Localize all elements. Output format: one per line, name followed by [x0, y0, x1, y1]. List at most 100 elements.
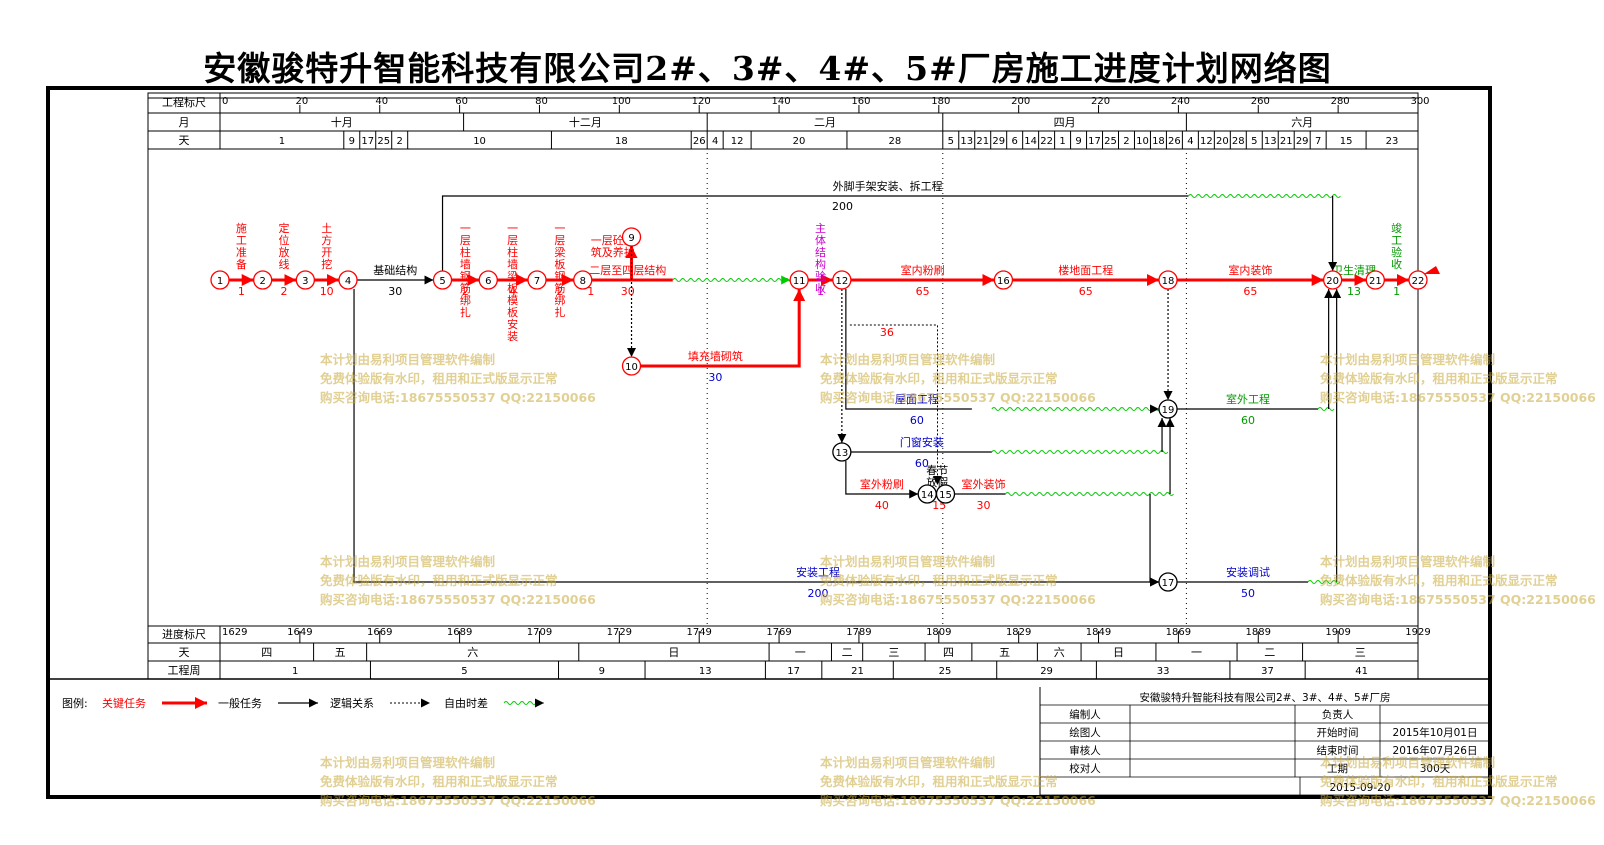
- task-name: 室内粉刷: [901, 263, 945, 277]
- info-box-company: 安徽骏特升智能科技有限公司2#、3#、4#、5#厂房: [1140, 691, 1391, 704]
- day-label: 12: [1200, 136, 1213, 147]
- node-circle: [935, 484, 956, 504]
- info-date: 2015-09-20: [1329, 782, 1390, 794]
- free-float-line: [991, 407, 1161, 411]
- task-arrow: [845, 461, 919, 499]
- task-duration: 30: [708, 371, 722, 384]
- node-id: 9: [628, 233, 634, 244]
- day-label: 25: [377, 136, 390, 147]
- weekday-label: 三: [1355, 646, 1366, 659]
- node-circle: [432, 270, 453, 290]
- progress-tick-label: 1629: [222, 627, 247, 638]
- scale-tick-label: 120: [692, 96, 711, 107]
- day-label: 28: [1232, 136, 1245, 147]
- task-name: 层: [460, 234, 471, 247]
- legend: 图例:关键任务一般任务逻辑关系自由时差: [62, 696, 544, 710]
- task-name: 墙: [507, 257, 518, 271]
- task-name: 竣: [1391, 221, 1402, 235]
- week-label: 17: [787, 666, 800, 677]
- day-label: 23: [1386, 136, 1399, 147]
- free-float-line: [672, 278, 794, 282]
- week-label: 13: [699, 666, 712, 677]
- task-name: 一: [507, 222, 518, 235]
- task-duration: 1: [1393, 285, 1400, 298]
- task-name: 模: [507, 294, 518, 307]
- progress-row-label: 进度标尺: [162, 627, 206, 641]
- day-label: 29: [1296, 136, 1309, 147]
- info-label: 审核人: [1069, 744, 1101, 757]
- day-label: 12: [731, 136, 744, 147]
- scale-tick-label: 80: [535, 96, 548, 107]
- task-name: 绑: [554, 294, 565, 307]
- task-arrow: [1149, 494, 1160, 587]
- scale-tick-label: 140: [772, 96, 791, 107]
- task-name: 基础结构: [373, 263, 417, 277]
- task-name: 层: [507, 234, 518, 247]
- weekday-label: 四: [261, 646, 272, 659]
- node-circle: [295, 270, 316, 290]
- progress-tick-label: 1829: [1006, 627, 1031, 638]
- task-name: 验: [815, 269, 826, 283]
- month-label: 十二月: [569, 115, 602, 129]
- scale-tick-label: 160: [851, 96, 870, 107]
- node-id: 12: [835, 276, 848, 287]
- week-label: 41: [1355, 666, 1368, 677]
- weekday-label: 二: [842, 646, 853, 659]
- task-duration: 30: [388, 285, 402, 298]
- day-label: 9: [1075, 136, 1081, 147]
- node-circle: [1158, 399, 1178, 419]
- progress-tick-label: 1849: [1086, 627, 1111, 638]
- info-value: 2016年07月26日: [1393, 744, 1478, 757]
- day-label: 15: [1340, 136, 1353, 147]
- task-name: 工: [1391, 234, 1402, 247]
- free-float-line: [1317, 407, 1335, 411]
- task-name: 梁: [554, 245, 565, 259]
- task-name: 板: [554, 257, 565, 271]
- week-label: 1: [292, 666, 298, 677]
- node-circle: [993, 270, 1014, 290]
- day-label: 14: [1024, 136, 1037, 147]
- day-label: 1: [1059, 136, 1065, 147]
- legend-title: 图例:: [62, 696, 88, 710]
- node-circle: [789, 270, 809, 290]
- day-label: 4: [1187, 136, 1193, 147]
- progress-tick-label: 1769: [766, 627, 791, 638]
- task-name: 填充墙砌筑: [688, 349, 743, 363]
- node-circle: [1408, 270, 1428, 290]
- day-label: 18: [1152, 136, 1165, 147]
- outer-frame: [46, 86, 1492, 799]
- node-circle: [338, 270, 358, 290]
- task-name: 柱: [460, 245, 471, 259]
- day-label: 2: [1123, 136, 1129, 147]
- progress-tick-label: 1929: [1405, 627, 1430, 638]
- info-label: 编制人: [1069, 708, 1101, 721]
- task-duration: 36: [880, 326, 894, 339]
- scale-tick-label: 20: [295, 96, 308, 107]
- task-arrow: [441, 195, 1189, 271]
- task-name: 放: [279, 245, 290, 259]
- task-duration: 1: [817, 285, 824, 298]
- progress-tick-label: 1749: [686, 627, 711, 638]
- node-id: 20: [1326, 276, 1339, 287]
- node-circle: [832, 270, 852, 290]
- scale-tick-label: 40: [375, 96, 388, 107]
- task-arrow: [845, 289, 972, 410]
- info-label: 校对人: [1069, 762, 1101, 775]
- task-name: 板: [507, 281, 518, 295]
- legend-item-label: 关键任务: [102, 696, 146, 710]
- task-duration: 2: [556, 285, 563, 298]
- task-name: 春节: [926, 464, 948, 477]
- task-name: 位: [279, 233, 290, 247]
- node-id: 13: [835, 448, 848, 459]
- info-value: 300天: [1420, 763, 1451, 775]
- day-label: 20: [1216, 136, 1229, 147]
- scale-tick-label: 60: [455, 96, 468, 107]
- task-duration: 30: [621, 285, 635, 298]
- scale-tick-label: 260: [1251, 96, 1270, 107]
- page-title: 安徽骏特升智能科技有限公司2#、3#、4#、5#厂房施工进度计划网络图: [203, 49, 1332, 88]
- node-id: 2: [259, 276, 265, 287]
- task-name: 二层至四层结构: [589, 263, 666, 277]
- progress-tick-label: 1709: [527, 627, 552, 638]
